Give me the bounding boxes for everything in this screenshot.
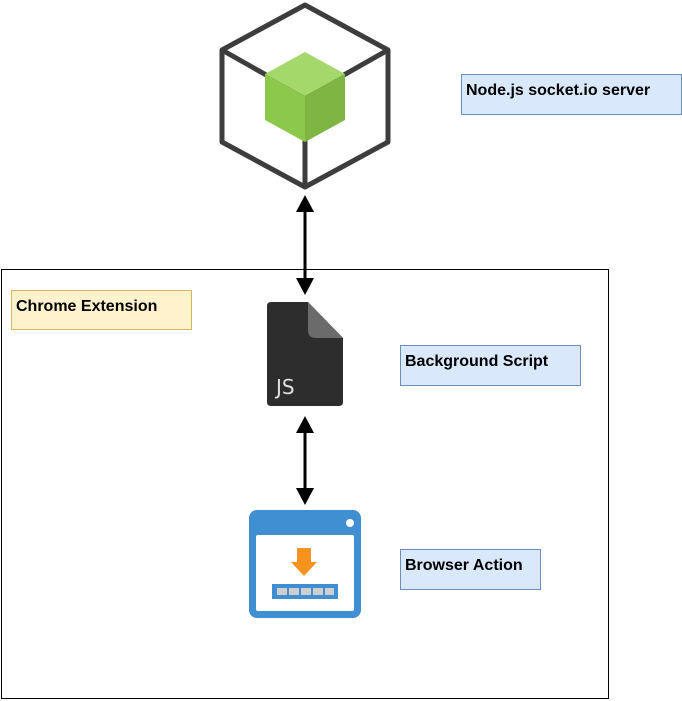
edge-server-background [296,195,314,295]
browser-action-download-icon [249,510,361,618]
edge-background-browser-action [296,416,314,505]
background-script-label: Background Script [400,345,581,386]
browser-action-label: Browser Action [400,549,541,590]
node-server-label: Node.js socket.io server [461,74,682,115]
chrome-extension-label: Chrome Extension [11,290,192,330]
js-file-icon: JS [267,302,343,406]
nodejs-cube-icon [219,2,391,190]
js-file-text: JS [274,375,295,399]
